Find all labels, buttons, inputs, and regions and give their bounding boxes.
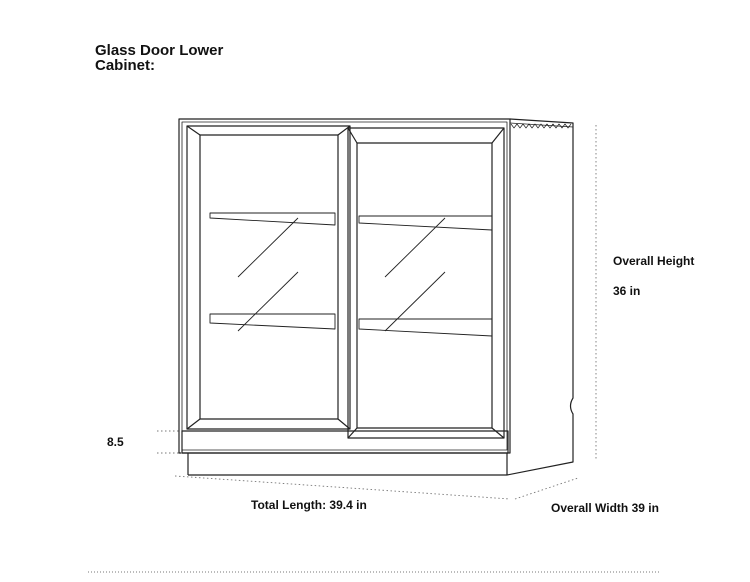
cabinet-front-frame <box>178 118 511 454</box>
right-door-frame <box>347 127 505 439</box>
right-door-bevel-tl <box>347 127 358 144</box>
right-door-bevel-tr <box>491 127 505 144</box>
width-label: Overall Width 39 in <box>551 501 659 515</box>
width-dimension-line <box>514 477 579 500</box>
right-glass-reflection-1 <box>384 217 446 278</box>
length-label: Total Length: 39.4 in <box>251 498 367 512</box>
side-trim-pattern <box>510 123 572 129</box>
right-door-glass <box>356 142 493 429</box>
height-label: Overall Height <box>613 254 695 268</box>
title-line-2: Cabinet: <box>95 57 155 74</box>
base-height-label: 8.5 <box>107 435 124 449</box>
length-dimension-line <box>174 475 511 500</box>
left-upper-shelf <box>209 212 336 226</box>
right-door-bevel-br <box>491 427 505 439</box>
left-door-frame <box>186 125 351 430</box>
right-door-bevel-bl <box>347 427 358 439</box>
cabinet-front-inner-frame <box>181 121 508 451</box>
right-glass-reflection-2 <box>384 271 446 332</box>
left-glass-reflection-2 <box>237 271 299 332</box>
cabinet-side-panel <box>506 118 574 476</box>
left-lower-shelf <box>209 313 336 330</box>
left-door-glass <box>199 134 339 420</box>
left-glass-reflection-1 <box>237 217 299 278</box>
title-line-1: Glass Door Lower <box>95 42 224 59</box>
right-lower-shelf <box>358 318 493 337</box>
right-upper-shelf <box>358 215 493 231</box>
left-door-bevel-tl <box>186 125 201 136</box>
page-title: Glass Door Lower Cabinet: <box>95 43 223 73</box>
cabinet-base <box>181 430 509 454</box>
height-value: 36 in <box>613 284 641 298</box>
left-door-bevel-bl <box>186 418 201 430</box>
